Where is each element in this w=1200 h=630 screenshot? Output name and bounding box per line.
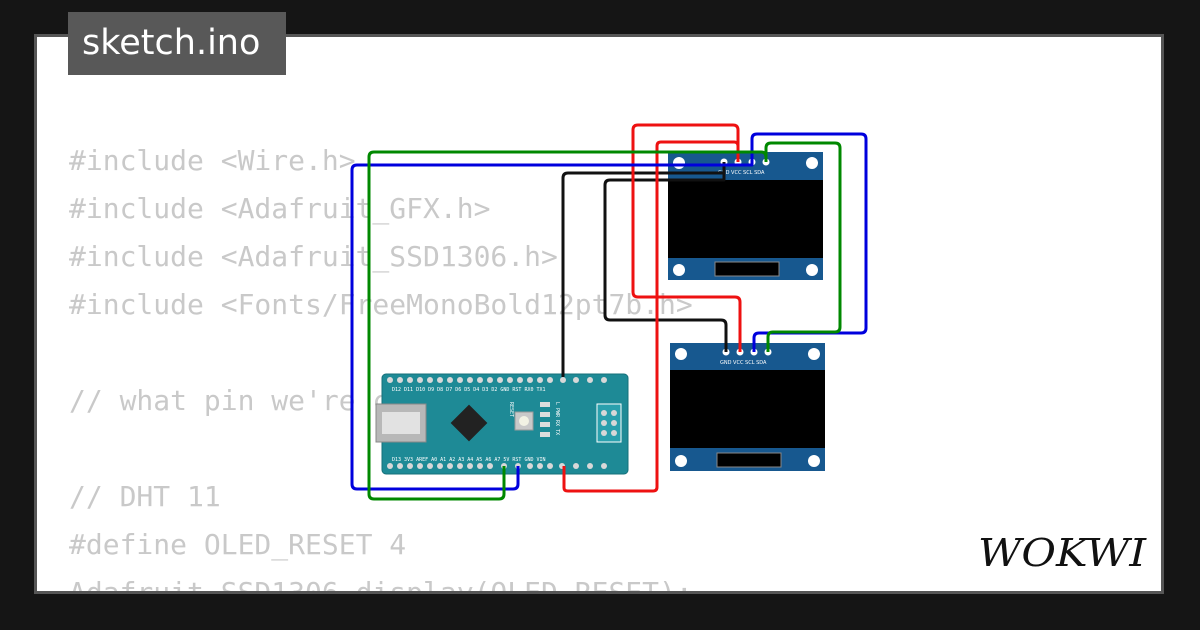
reset-button[interactable] bbox=[514, 411, 534, 431]
wire-gnd-oled2[interactable] bbox=[561, 170, 728, 377]
code-line: Adafruit_SSD1306 display(OLED_RESET); bbox=[69, 576, 693, 594]
code-line: #include <Fonts/FreeMonoBold12pt7b.h> bbox=[69, 288, 693, 321]
oled-display-2[interactable]: GND VCC SCL SDA bbox=[670, 343, 825, 471]
icsp-header bbox=[596, 403, 622, 443]
wire-sda-oled1[interactable] bbox=[367, 150, 768, 501]
oled-display-1[interactable]: GND VCC SCL SDA bbox=[668, 152, 823, 280]
wire-scl-oled2[interactable] bbox=[750, 132, 868, 352]
code-line: // DHT 11 bbox=[69, 480, 221, 513]
code-background: #include <Wire.h> #include <Adafruit_GFX.… bbox=[69, 137, 693, 594]
file-name-tab: sketch.ino bbox=[68, 12, 286, 75]
wokwi-logo-text: WOKWI bbox=[978, 531, 1147, 575]
nano-bottom-pin-labels: D13 3V3 AREF A0 A1 A2 A3 A4 A5 A6 A7 5V … bbox=[392, 457, 546, 463]
code-line: #include <Wire.h> bbox=[69, 144, 356, 177]
oled-2-pin-labels: GND VCC SCL SDA bbox=[720, 360, 767, 366]
wire-scl-oled1[interactable] bbox=[350, 162, 754, 491]
preview-card: #include <Wire.h> #include <Adafruit_GFX.… bbox=[34, 34, 1164, 594]
wire-vcc-oled1[interactable] bbox=[562, 140, 740, 493]
oled-1-screen bbox=[668, 180, 823, 258]
arduino-nano-board[interactable]: D12 D11 D10 D9 D8 D7 D6 D5 D4 D3 D2 GND … bbox=[375, 373, 629, 475]
reset-label: RESET bbox=[508, 402, 514, 417]
wire-gnd-oled1[interactable] bbox=[561, 162, 726, 377]
wire-vcc-oled2[interactable] bbox=[631, 123, 742, 352]
nano-top-pin-labels: D12 D11 D10 D9 D8 D7 D6 D5 D4 D3 D2 GND … bbox=[392, 387, 546, 393]
code-line: #define OLED_RESET 4 bbox=[69, 528, 407, 561]
wire-sda-oled2[interactable] bbox=[764, 141, 842, 352]
oled-1-pin-labels: GND VCC SCL SDA bbox=[718, 170, 765, 176]
led-labels: L PWR RX TX bbox=[554, 402, 560, 435]
microcontroller-chip bbox=[450, 404, 488, 442]
code-line: #include <Adafruit_SSD1306.h> bbox=[69, 240, 558, 273]
nano-top-header bbox=[387, 377, 607, 383]
oled-2-screen bbox=[670, 370, 825, 448]
status-leds bbox=[540, 402, 550, 437]
code-line: #include <Adafruit_GFX.h> bbox=[69, 192, 491, 225]
wokwi-logo: WOKWI bbox=[978, 531, 1147, 575]
